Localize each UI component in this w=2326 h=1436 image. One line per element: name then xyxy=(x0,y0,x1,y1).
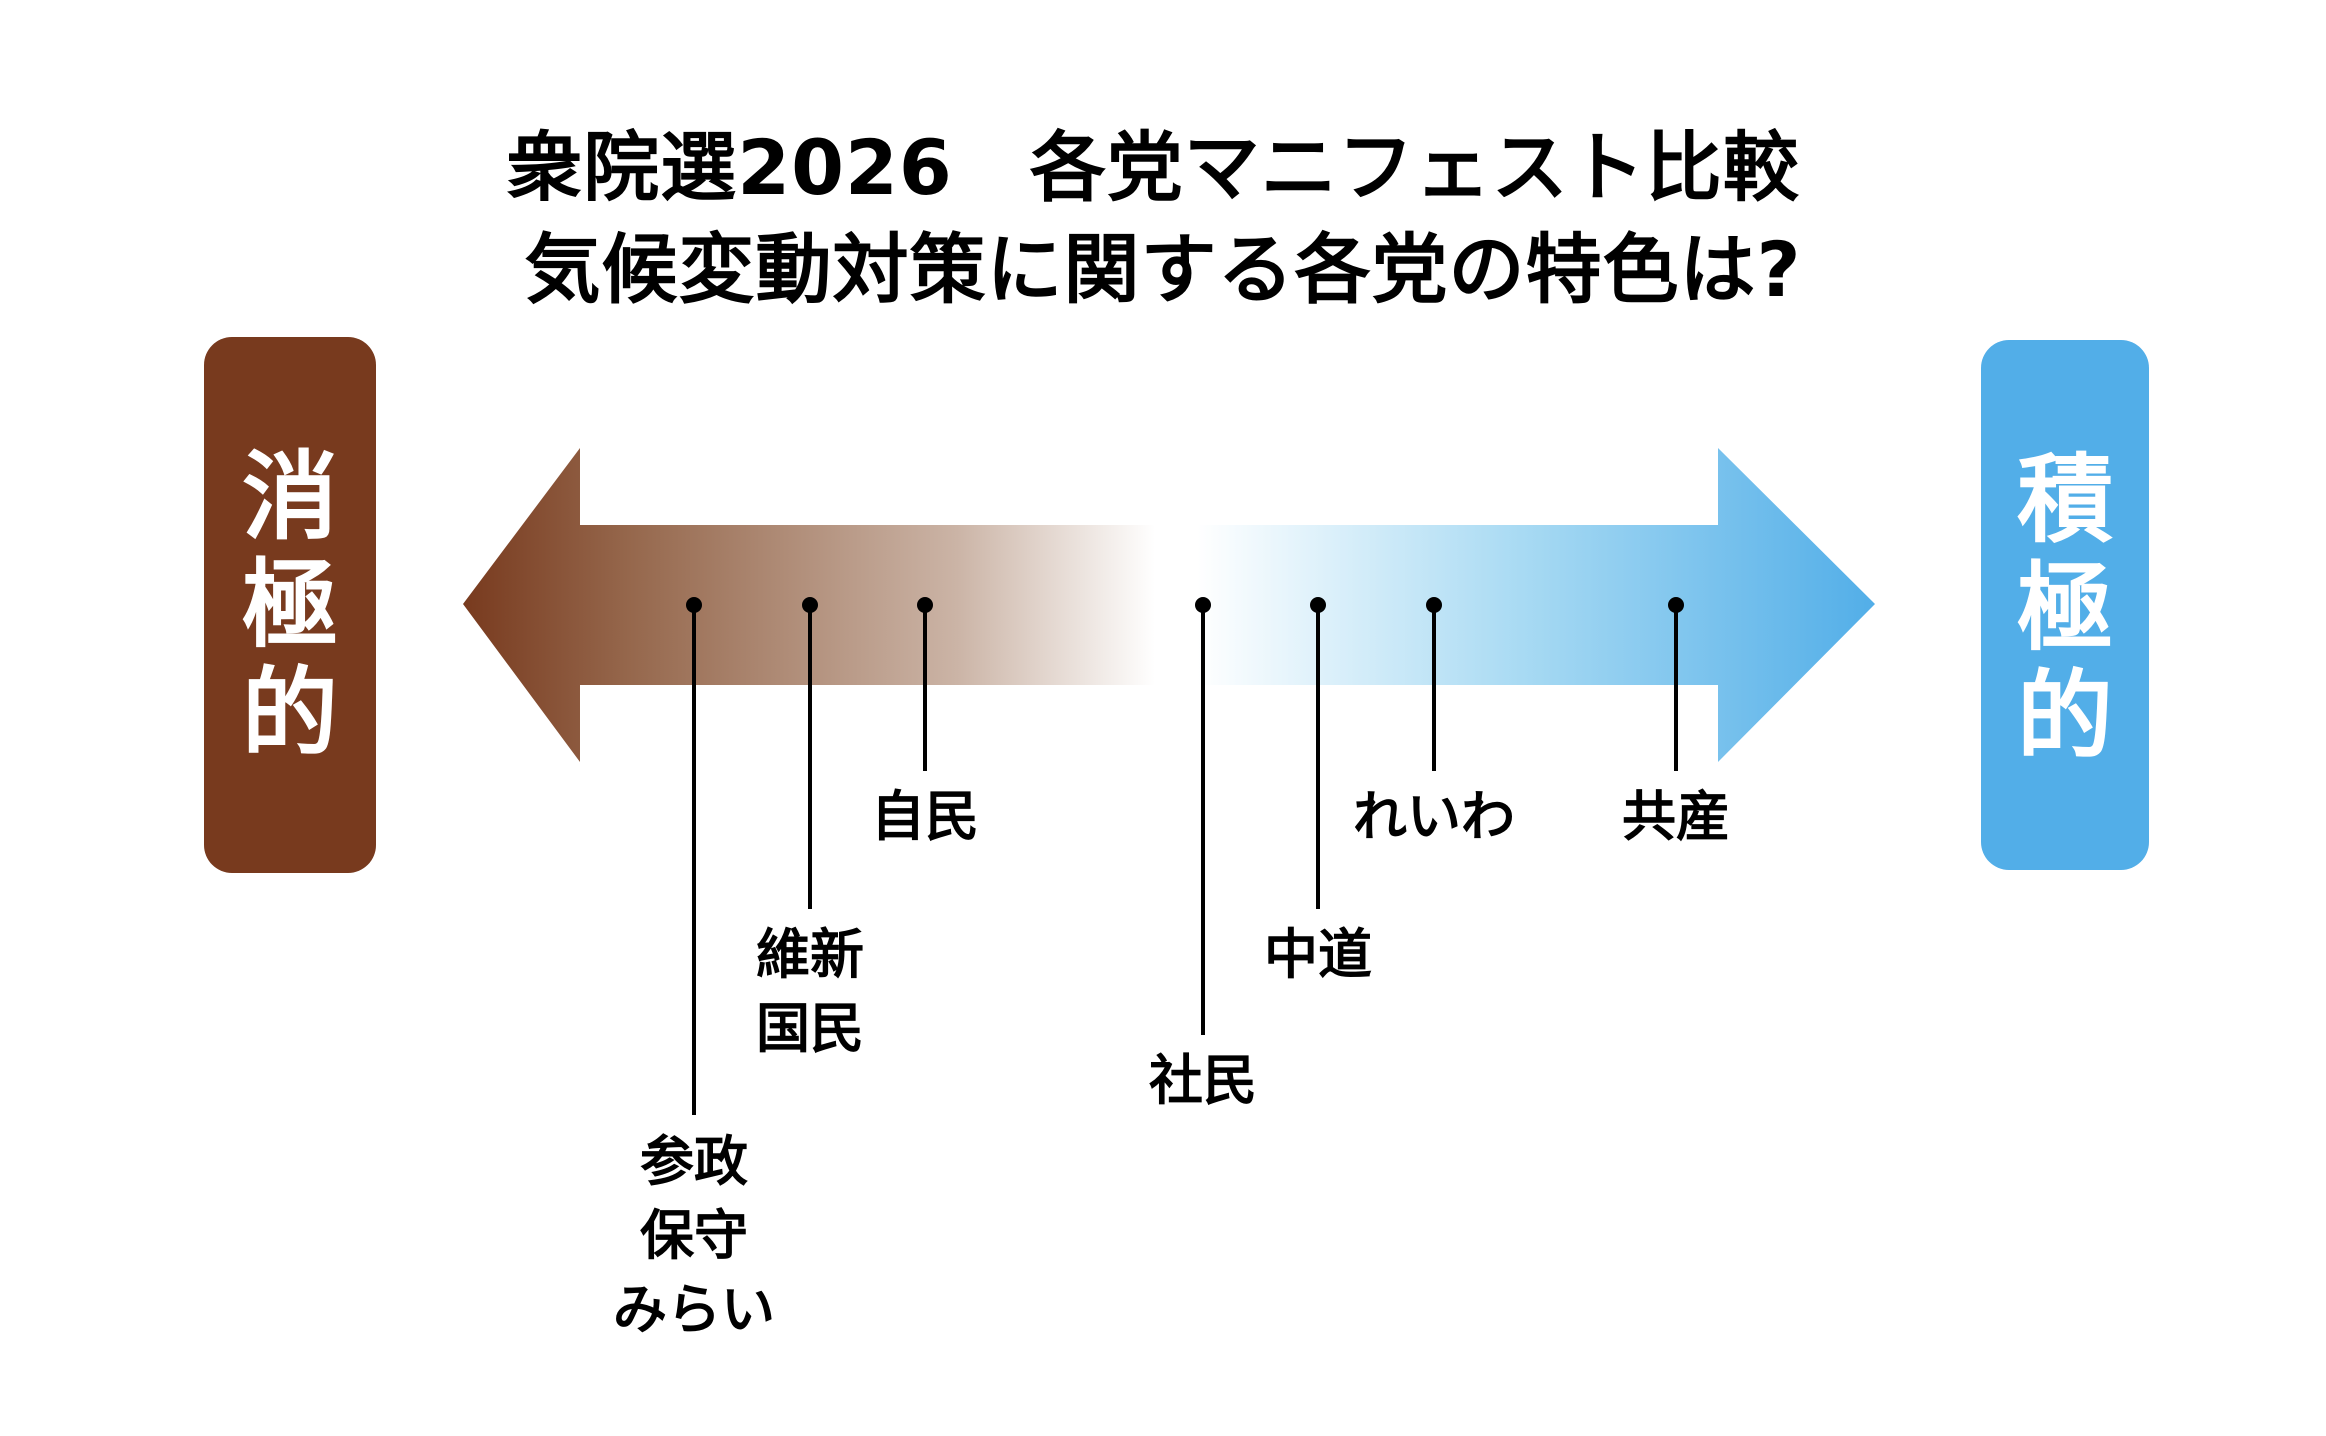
party-label-kyosan: 共産 xyxy=(1526,780,1826,854)
party-name: 参政 xyxy=(640,1130,748,1193)
party-name: 共産 xyxy=(1622,785,1730,848)
position-dot-sansei xyxy=(686,597,702,613)
position-dot-shamin xyxy=(1195,597,1211,613)
party-name: みらい xyxy=(613,1278,775,1341)
negative-char: 極 xyxy=(242,549,338,661)
party-label-jimin: 自民 xyxy=(775,780,1075,854)
negative-char: 消 xyxy=(242,441,338,553)
arrow-shape xyxy=(463,448,1875,762)
position-dot-chudo xyxy=(1310,597,1326,613)
party-name: 国民 xyxy=(756,997,864,1060)
party-name: 自民 xyxy=(871,785,979,848)
positive-char: 積 xyxy=(2017,444,2113,556)
negative-pole-label: 消 極 的 xyxy=(204,337,376,873)
position-dot-ishin xyxy=(802,597,818,613)
position-dot-kyosan xyxy=(1668,597,1684,613)
title-line-2: 気候変動対策に関する各党の特色は? xyxy=(524,225,1802,314)
party-label-sansei: 参政 保守 みらい xyxy=(544,1125,844,1347)
party-label-shamin: 社民 xyxy=(1053,1044,1353,1118)
title-line-1: 衆院選2026 各党マニフェスト比較 xyxy=(506,123,1800,212)
positive-char: 極 xyxy=(2017,552,2113,664)
positive-char: 的 xyxy=(2017,660,2113,772)
party-label-reiwa: れいわ xyxy=(1284,780,1584,854)
party-label-ishin: 維新 国民 xyxy=(660,918,960,1066)
party-name: 中道 xyxy=(1264,923,1372,986)
party-name: 保守 xyxy=(640,1204,748,1267)
party-name: 社民 xyxy=(1149,1049,1257,1112)
positive-pole-label: 積 極 的 xyxy=(1981,340,2149,870)
position-dot-reiwa xyxy=(1426,597,1442,613)
position-dot-jimin xyxy=(917,597,933,613)
party-name: れいわ xyxy=(1353,785,1515,848)
party-name: 維新 xyxy=(756,923,864,986)
party-label-chudo: 中道 xyxy=(1168,918,1468,992)
negative-char: 的 xyxy=(242,657,338,769)
